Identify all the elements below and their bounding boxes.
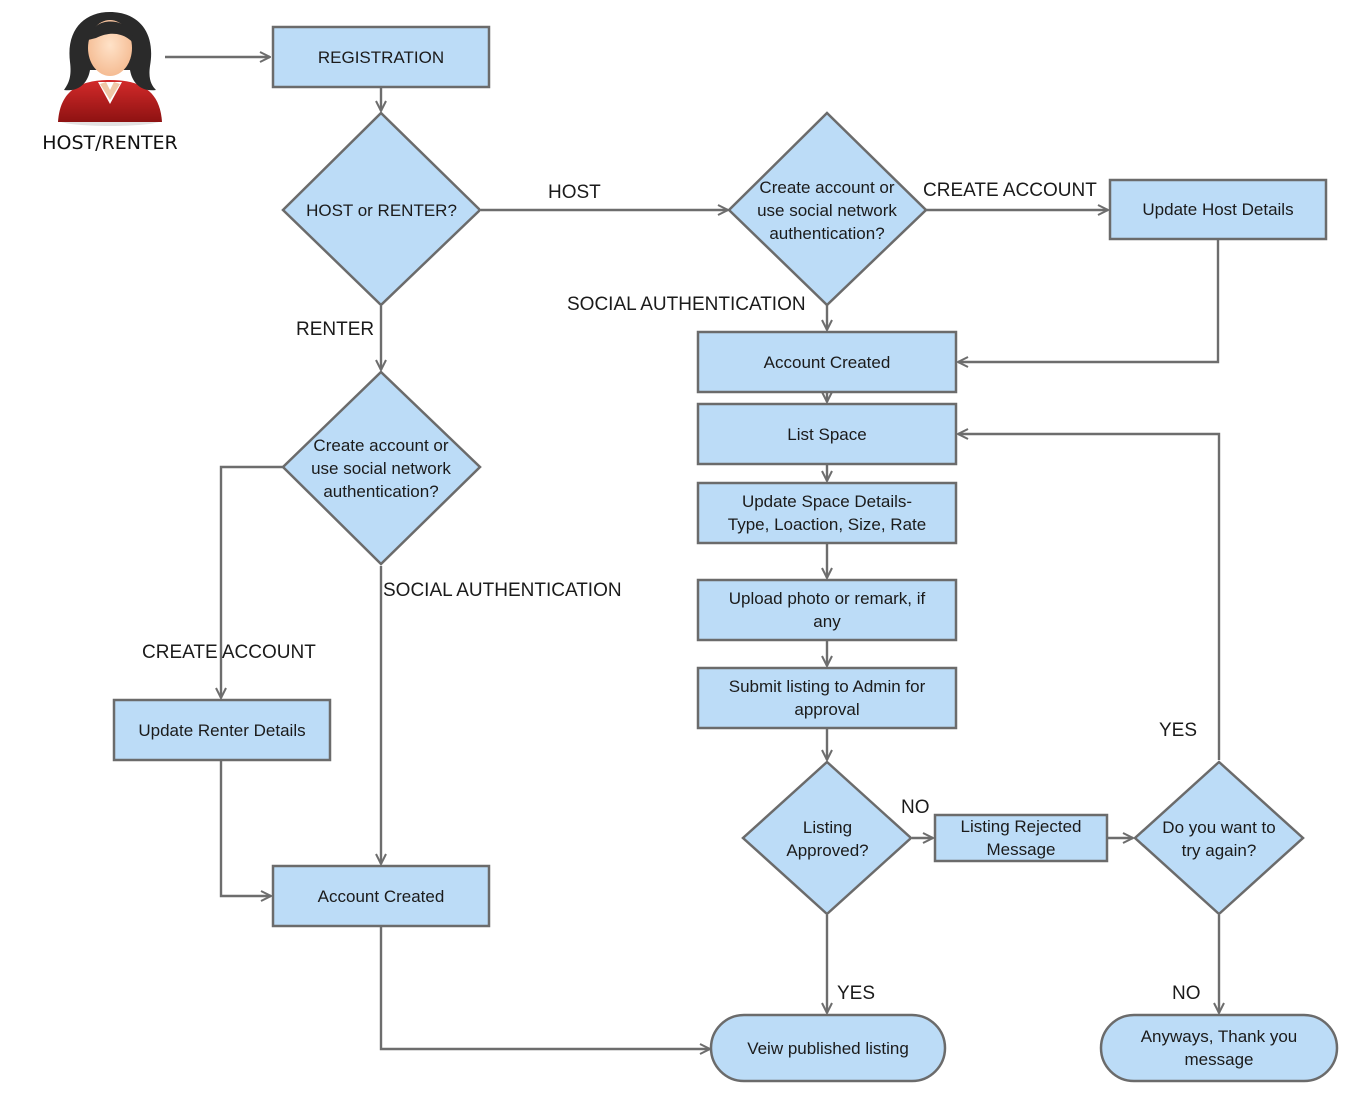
listing-approved-diamond — [741, 760, 913, 916]
listing-approved-label: Listing Approved? — [786, 818, 869, 860]
edge-label-host-social-auth: SOCIAL AUTHENTICATION — [567, 294, 806, 315]
try-again-diamond — [1133, 760, 1305, 916]
actor-label: HOST/RENTER — [42, 132, 178, 154]
renter-account-created-label: Account Created — [317, 886, 445, 906]
listing-rejected-label: Listing Rejected Message — [960, 817, 1082, 859]
list-space-box — [696, 402, 958, 466]
edge-renterchoice-updaterenter — [221, 465, 283, 698]
edge-label-renter: RENTER — [296, 319, 375, 340]
edge-label-approved-yes: YES — [837, 983, 876, 1004]
update-host-details-box — [1108, 178, 1328, 241]
registration-box — [271, 25, 491, 89]
renter-account-created-box — [271, 864, 491, 928]
submit-listing-label: Submit listing to Admin for approval — [728, 677, 926, 719]
edge-label-host-create-account: CREATE ACCOUNT — [923, 180, 1097, 201]
host-or-renter-label: HOST or RENTER? — [306, 200, 457, 220]
edge-tryagain-listspace — [958, 434, 1221, 760]
registration-label: REGISTRATION — [317, 47, 445, 67]
host-account-created-label: Account Created — [763, 352, 891, 372]
list-space-label: List Space — [787, 424, 867, 444]
edge-updatehost-accountcreated — [958, 240, 1220, 362]
update-renter-details-box — [112, 698, 332, 762]
host-create-choice-label: Create account or use social network aut… — [757, 177, 897, 243]
renter-create-choice-label: Create account or use social network aut… — [311, 435, 451, 501]
host-or-renter-diamond — [281, 111, 482, 307]
edge-label-renter-social-auth: SOCIAL AUTHENTICATION — [383, 580, 622, 601]
update-space-details-label: Update Space Details- Type, Loaction, Si… — [727, 492, 927, 534]
edge-label-try-again-no: NO — [1172, 983, 1201, 1004]
edge-renteraccount-view — [379, 927, 710, 1049]
thank-you-label: Anyways, Thank you message — [1140, 1027, 1298, 1069]
edge-label-try-again-yes: YES — [1159, 720, 1198, 741]
edge-updaterenter-accountcreated — [219, 761, 271, 896]
renter-create-choice-diamond — [281, 370, 482, 566]
host-create-choice-diamond — [727, 111, 928, 307]
view-published-terminal — [709, 1013, 947, 1083]
listing-rejected-box — [933, 813, 1109, 863]
connectors — [165, 57, 1219, 1049]
update-renter-details-label: Update Renter Details — [138, 720, 306, 740]
try-again-label: Do you want to try again? — [1162, 818, 1276, 860]
edge-label-host: HOST — [548, 182, 601, 203]
upload-photo-label: Upload photo or remark, if any — [728, 589, 926, 631]
thank-you-terminal — [1099, 1013, 1339, 1083]
upload-photo-box — [696, 578, 958, 642]
submit-listing-box — [696, 666, 958, 730]
edge-label-approved-no: NO — [901, 797, 930, 818]
person-icon — [58, 12, 162, 126]
update-space-details-box — [696, 481, 958, 545]
host-account-created-box — [696, 330, 958, 394]
edge-label-renter-create-account: CREATE ACCOUNT — [142, 642, 316, 663]
view-published-label: Veiw published listing — [747, 1038, 909, 1058]
update-host-details-label: Update Host Details — [1142, 200, 1294, 219]
